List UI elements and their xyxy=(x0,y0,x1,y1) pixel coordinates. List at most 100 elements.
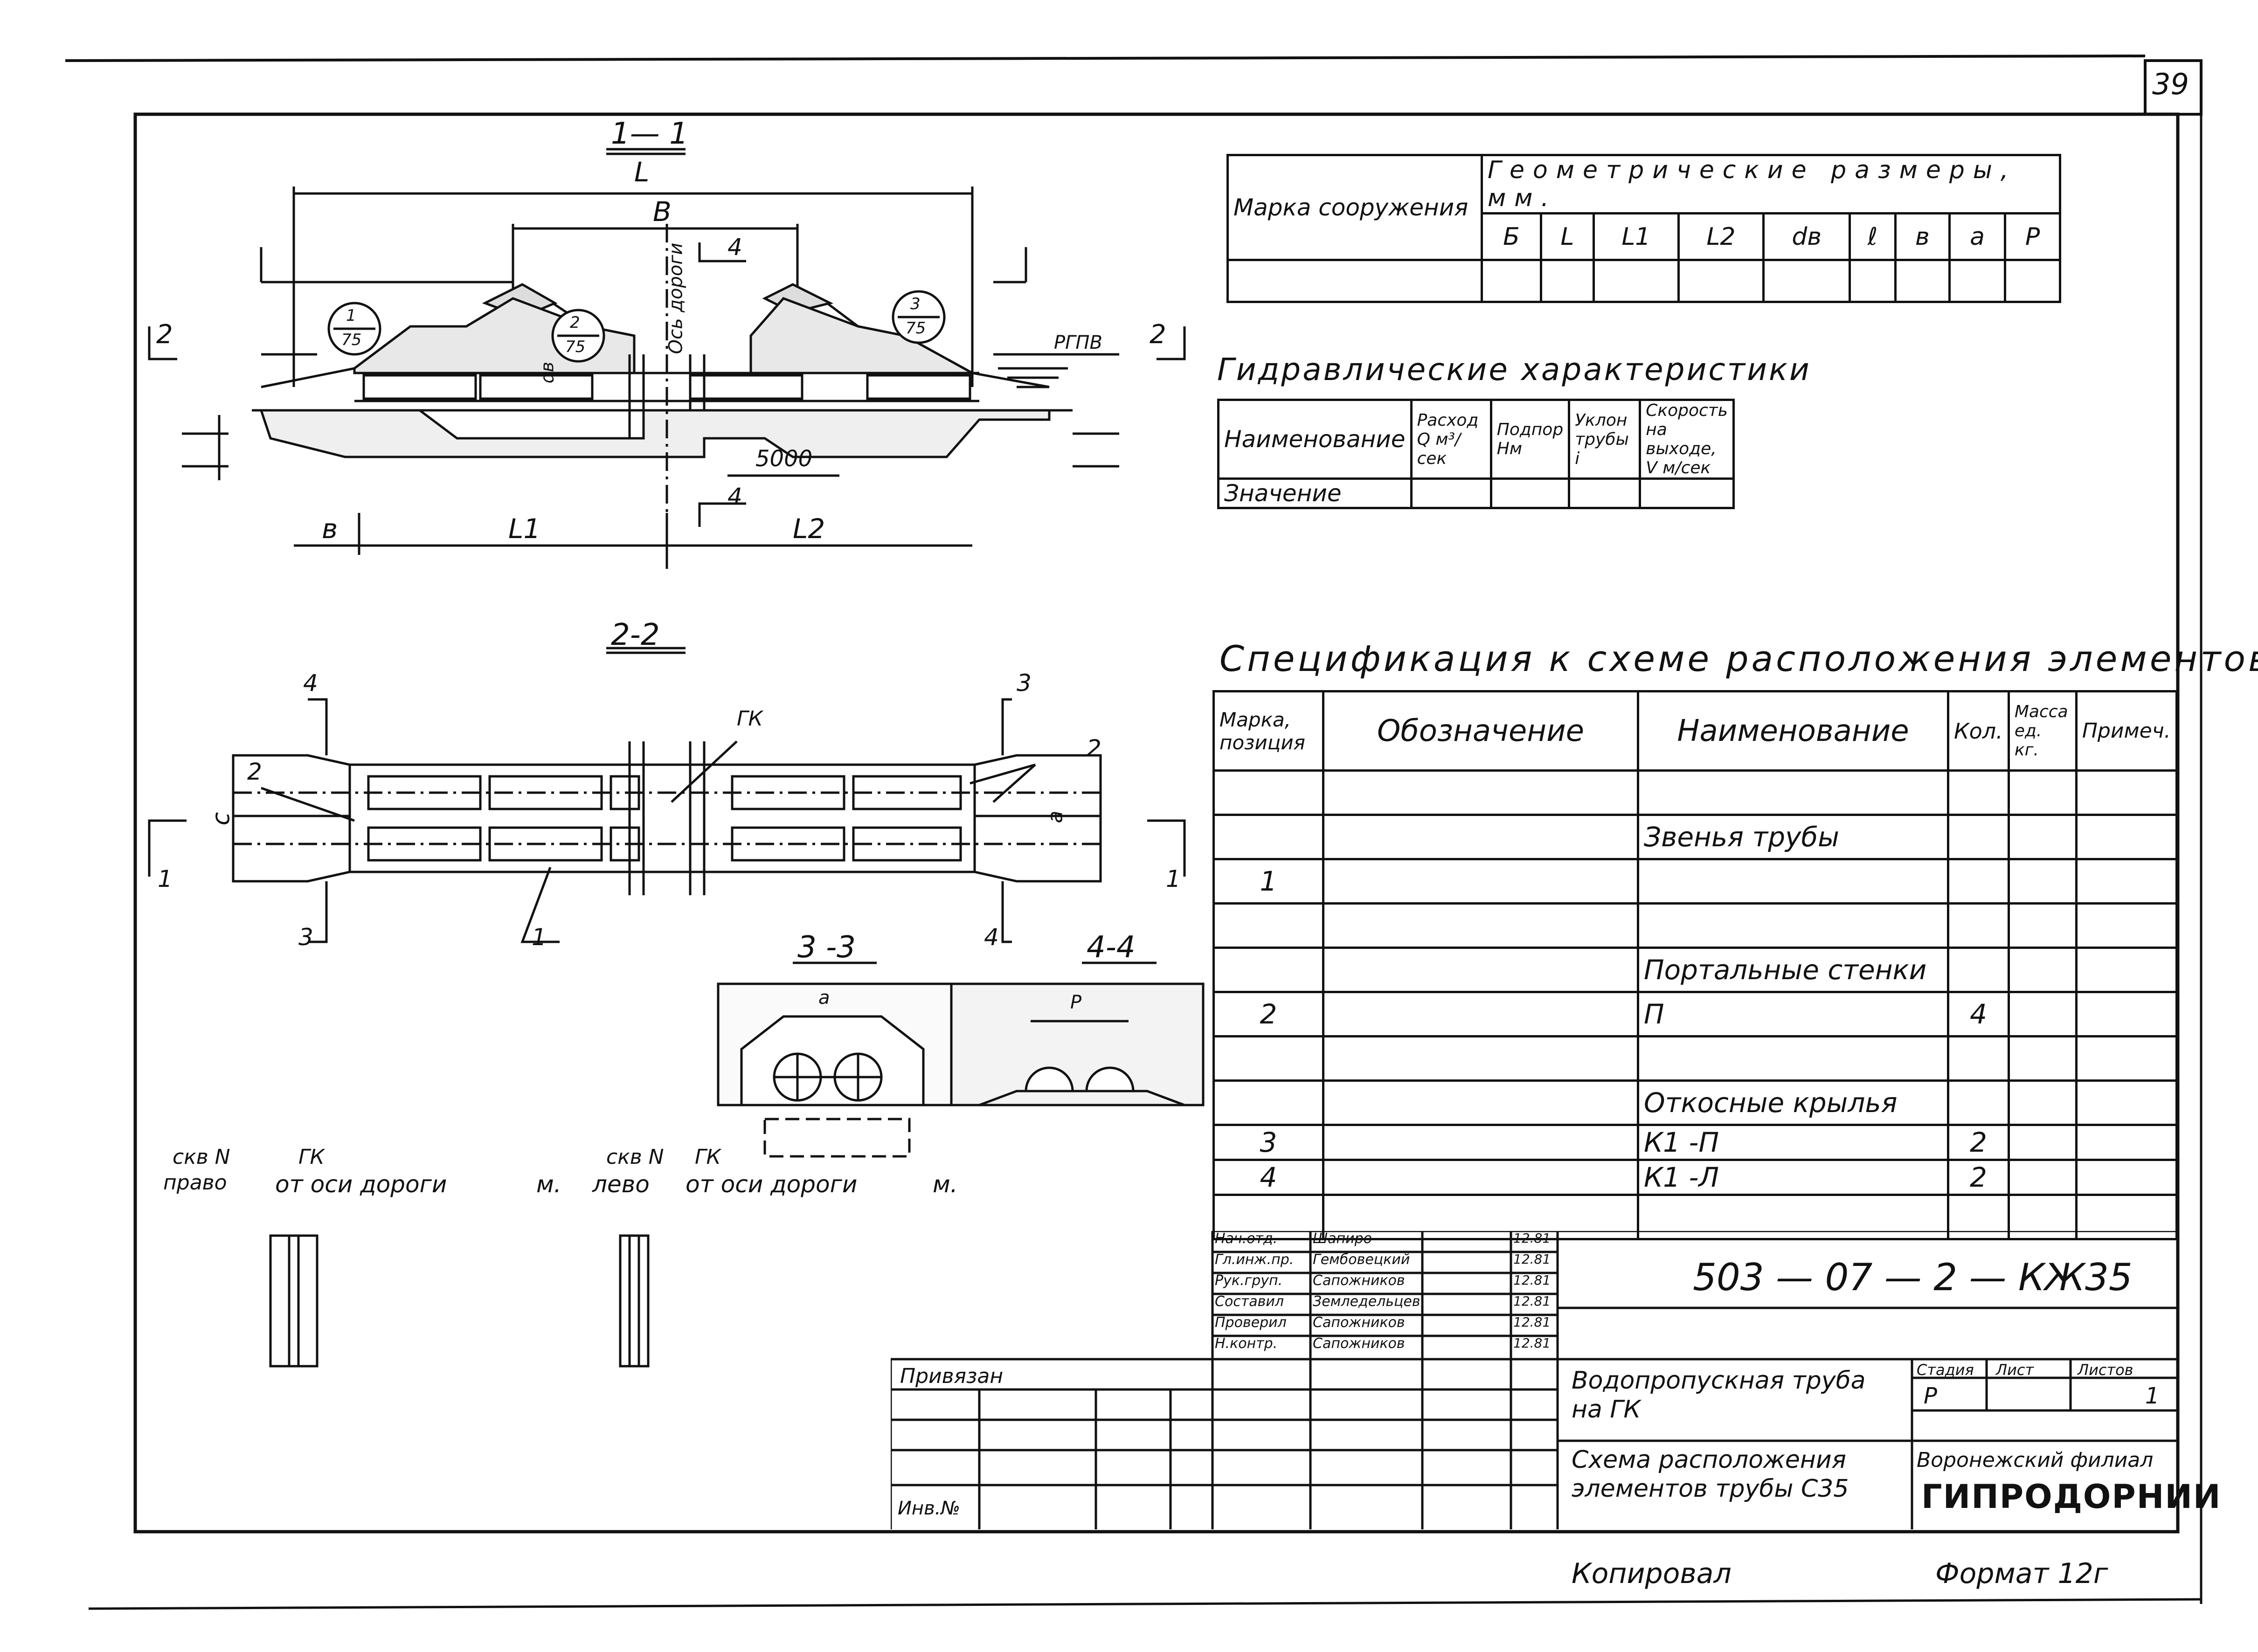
section-4-4-drawing xyxy=(950,961,1205,1106)
spec-cell-note xyxy=(2075,947,2178,993)
spec-cell-mass xyxy=(2007,947,2078,993)
spec-cell-mass xyxy=(2007,991,2078,1037)
spec-cell-pos xyxy=(1212,1194,1324,1240)
cut-1-right-label: 1 xyxy=(1166,865,1181,892)
section-3-3-drawing xyxy=(717,961,953,1158)
spec-cell-qty xyxy=(1947,858,2010,905)
cut-3-bottom-left: 3 xyxy=(298,924,313,951)
road-axis-label: Ось дороги xyxy=(665,242,687,354)
spec-header-mass: Масса ед. кг. xyxy=(2007,690,2078,772)
callout-3-den: 75 xyxy=(906,319,926,338)
spec-cell-qty: 2 xyxy=(1947,1124,2010,1161)
spec-row xyxy=(1212,1194,2178,1240)
section-1-1-title: 1— 1 xyxy=(611,117,688,151)
spec-row xyxy=(1212,769,2178,816)
spec-cell-qty xyxy=(1947,1079,2010,1126)
spec-cell-mass xyxy=(2007,1124,2078,1161)
dim-5000-label: 5000 xyxy=(755,446,813,472)
spec-cell-name xyxy=(1637,902,1949,949)
geometry-col-L1: L1 xyxy=(1592,212,1680,261)
spec-cell-note xyxy=(2075,1124,2178,1161)
signature-name: Гембовецкий xyxy=(1313,1251,1410,1268)
object-name: Водопропускная труба на ГК xyxy=(1572,1367,1866,1424)
spec-header-note: Примеч. xyxy=(2075,690,2178,772)
cut-4-top-label: 4 xyxy=(727,234,742,261)
spec-cell-pos xyxy=(1212,947,1324,993)
dim-B-label: B xyxy=(653,196,672,228)
spec-cell-qty xyxy=(1947,947,2010,993)
spec-cell-name xyxy=(1637,1035,1949,1082)
cut-3-top-right: 3 xyxy=(1017,670,1032,697)
section-1-1-drawing xyxy=(148,148,1186,569)
spec-cell-mass xyxy=(2007,814,2078,860)
spec-cell-designation xyxy=(1322,991,1639,1037)
signature-date: 12.81 xyxy=(1513,1335,1551,1351)
pos-2-left-label: 2 xyxy=(247,758,262,785)
spec-cell-designation xyxy=(1322,1159,1639,1196)
spec-cell-designation xyxy=(1322,769,1639,816)
dim-a-label: a xyxy=(1043,810,1067,823)
privyazan-label: Привязан xyxy=(900,1364,1004,1388)
station-left-side: лево xyxy=(592,1171,650,1198)
stage-header: Стадия xyxy=(1917,1361,1974,1379)
geometry-col-L2: L2 xyxy=(1677,212,1765,261)
spec-row: Откосные крылья xyxy=(1212,1079,2178,1126)
spec-cell-name xyxy=(1637,1194,1949,1240)
spec-cell-pos: 1 xyxy=(1212,858,1324,905)
hydraulic-col-head: Подпор Hм xyxy=(1489,399,1571,480)
inv-no-label: Инв.№ xyxy=(898,1498,960,1519)
spec-cell-note xyxy=(2075,991,2178,1037)
section-4-4-p-label: P xyxy=(1070,992,1082,1013)
spec-header-qty: Кол. xyxy=(1947,690,2010,772)
rgpv-label: РГПВ xyxy=(1054,332,1102,353)
spec-cell-name: Портальные стенки xyxy=(1637,947,1949,993)
org-line-1: Воронежский филиал xyxy=(1917,1448,2154,1472)
geometry-col-db: dв xyxy=(1762,212,1851,261)
spec-row xyxy=(1212,902,2178,949)
station-left-from-axis: от оси дороги xyxy=(686,1171,858,1198)
signature-name: Шапиро xyxy=(1313,1230,1372,1247)
hydraulic-col-flow: Расход Q м³/сек xyxy=(1410,399,1492,480)
station-right-side: право xyxy=(163,1171,227,1195)
spec-cell-pos xyxy=(1212,1035,1324,1082)
spec-header-designation: Обозначение xyxy=(1322,690,1639,772)
spec-cell-note xyxy=(2075,858,2178,905)
geometry-col-b: в xyxy=(1894,212,1951,261)
spec-cell-qty xyxy=(1947,769,2010,816)
spec-cell-pos xyxy=(1212,1079,1324,1126)
spec-cell-note xyxy=(2075,1035,2178,1082)
signature-role: Рук.груп. xyxy=(1215,1272,1283,1289)
spec-table: Марка, позиция Обозначение Наименование … xyxy=(1212,690,2178,1240)
dim-db-label: dв xyxy=(537,361,558,384)
station-right-unit: м. xyxy=(536,1171,561,1198)
cut-4-bottom-label: 4 xyxy=(727,483,742,510)
callout-1-den: 75 xyxy=(341,331,362,349)
signature-name: Земледельцев xyxy=(1313,1293,1420,1310)
spec-cell-mass xyxy=(2007,769,2078,816)
spec-cell-qty xyxy=(1947,902,2010,949)
geometry-group-header: Геометрические размеры, мм. xyxy=(1481,154,2061,214)
section-3-3-title: 3 -3 xyxy=(797,930,856,965)
spec-cell-pos: 3 xyxy=(1212,1124,1324,1161)
sheets-value: 1 xyxy=(2145,1383,2160,1409)
section-2-2-drawing xyxy=(148,647,1186,943)
spec-cell-mass xyxy=(2007,1194,2078,1240)
spec-cell-qty xyxy=(1947,1194,2010,1240)
spec-row: 1 xyxy=(1212,858,2178,905)
dim-L1-label: L1 xyxy=(508,513,541,545)
spec-cell-name: Откосные крылья xyxy=(1637,1079,1949,1126)
station-right-skv: скв N xyxy=(173,1145,230,1169)
geometry-mark-header: Марка сооружения xyxy=(1226,154,1483,261)
spec-cell-note xyxy=(2075,814,2178,860)
spec-cell-pos xyxy=(1212,814,1324,860)
spec-cell-name: Звенья трубы xyxy=(1637,814,1949,860)
spec-cell-note xyxy=(2075,769,2178,816)
spec-cell-pos: 2 xyxy=(1212,991,1324,1037)
station-left-gk: ГК xyxy=(695,1145,721,1169)
stage-value: Р xyxy=(1924,1383,1937,1409)
spec-cell-designation xyxy=(1322,1035,1639,1082)
signature-role: Нач.отд. xyxy=(1215,1230,1278,1247)
